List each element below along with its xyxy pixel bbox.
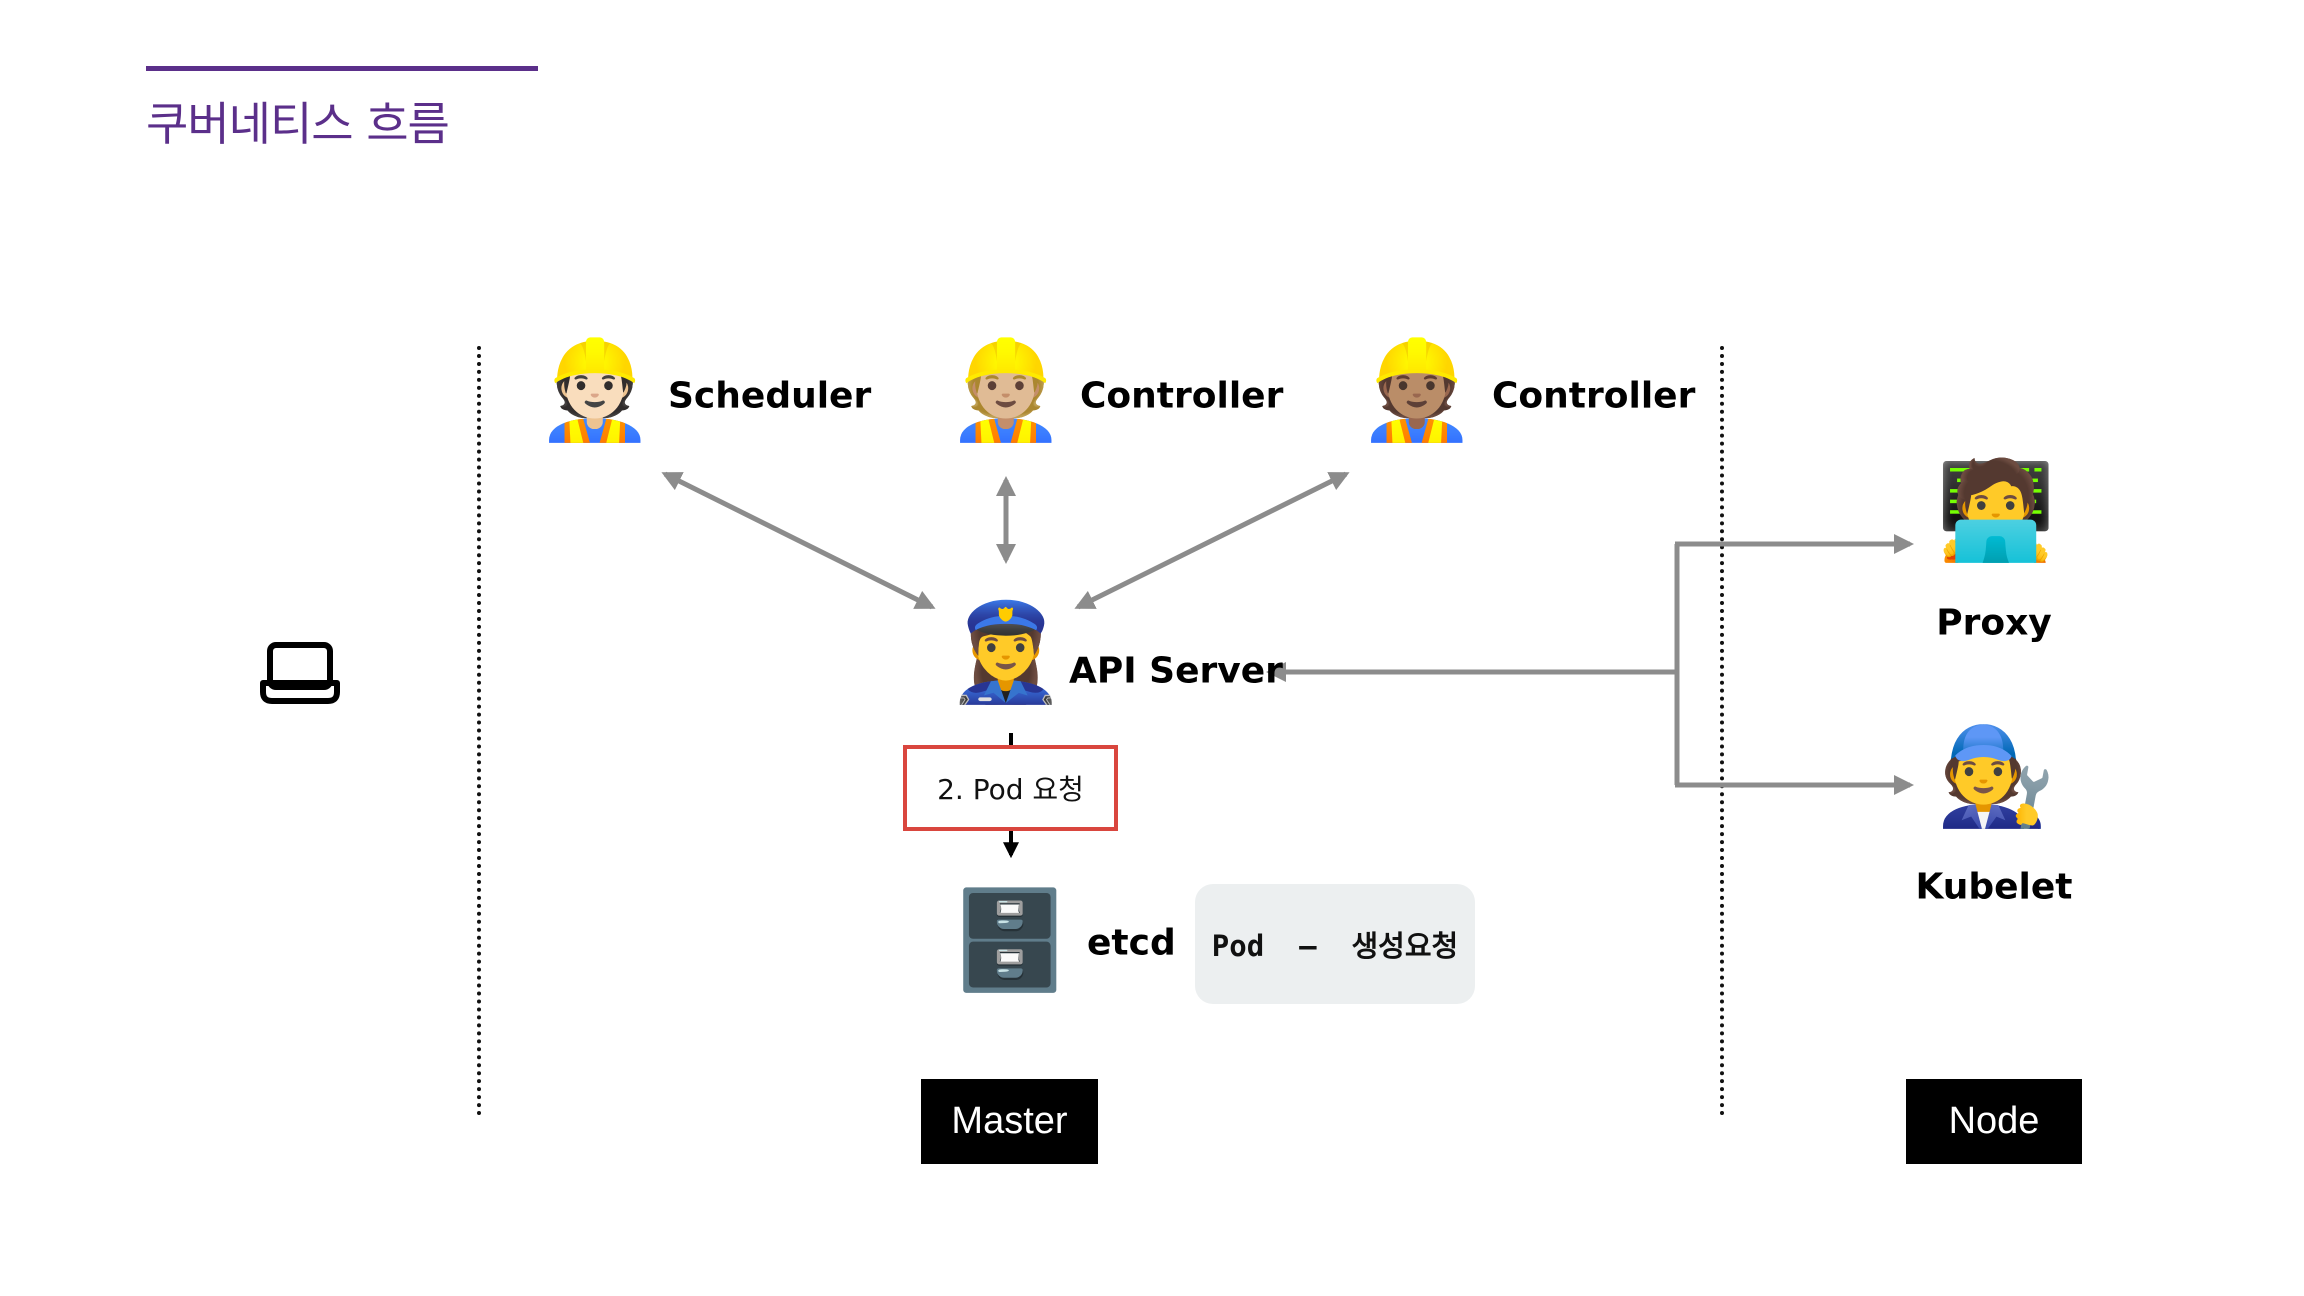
technologist-icon: 🧑‍💻	[1936, 454, 2056, 566]
arrow-controller2-api	[1074, 471, 1350, 610]
etcd-record-text: Pod – 생성요청	[1211, 929, 1459, 963]
file-cabinet-icon: 🗄️	[950, 884, 1070, 996]
construction-worker-icon: 👷🏼	[946, 334, 1066, 446]
kubelet-label: Kubelet	[1915, 866, 2073, 908]
proxy-label: Proxy	[1936, 602, 2052, 644]
scheduler-label: Scheduler	[668, 375, 872, 417]
arrow-scheduler-api	[661, 471, 936, 610]
node-tag: Node	[1906, 1079, 2082, 1164]
client-master-divider	[477, 346, 481, 1116]
node-tag-label: Node	[1948, 1100, 2040, 1142]
etcd-record: Pod – 생성요청	[1195, 884, 1475, 1004]
construction-worker-icon: 👷🏽	[1357, 334, 1477, 446]
pod-request-step-label: 2. Pod 요청	[937, 773, 1084, 806]
master-node-divider	[1720, 346, 1724, 1116]
title-underline	[146, 66, 538, 71]
mechanic-icon: 🧑‍🔧	[1936, 720, 2056, 832]
etcd-label: etcd	[1087, 922, 1176, 964]
api-server-label: API Server	[1069, 650, 1283, 692]
controller-label: Controller	[1492, 375, 1696, 417]
controller-label: Controller	[1080, 375, 1284, 417]
construction-worker-icon: 👷🏻	[535, 334, 655, 446]
page-title: 쿠버네티스 흐름	[146, 97, 450, 151]
pod-request-step: 2. Pod 요청	[903, 745, 1118, 831]
laptop-icon	[260, 640, 340, 710]
master-tag: Master	[921, 1079, 1098, 1164]
police-officer-icon: 👮‍♀️	[946, 596, 1066, 708]
master-tag-label: Master	[951, 1100, 1068, 1142]
